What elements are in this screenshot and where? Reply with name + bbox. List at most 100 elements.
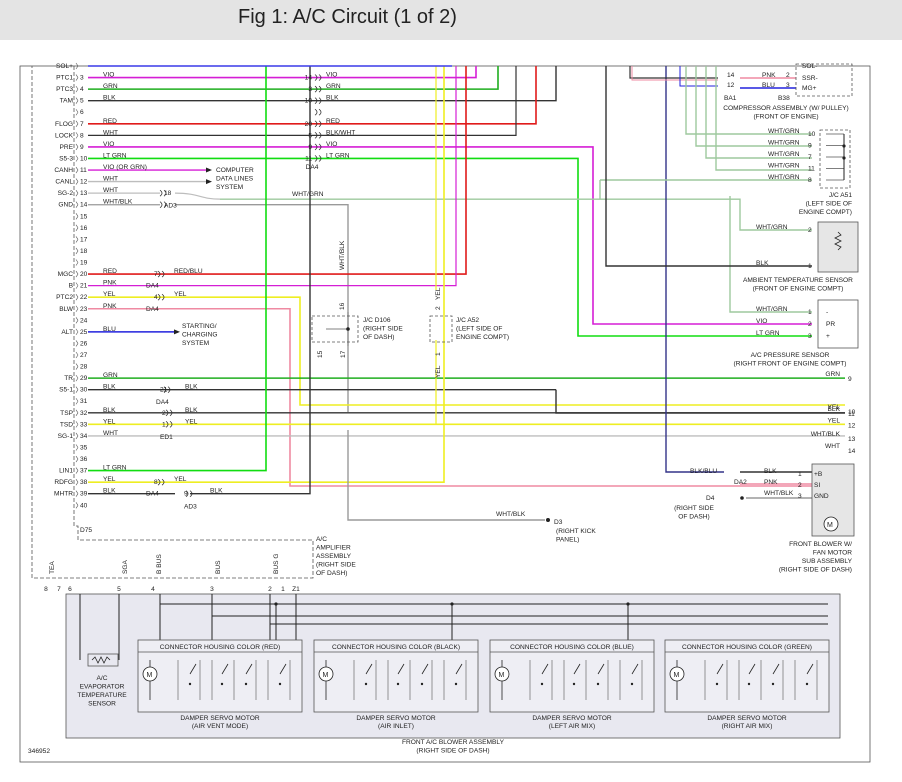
pin-name: PTC2	[56, 294, 73, 301]
pin-label: 1	[435, 352, 442, 356]
jc-a52	[429, 315, 453, 343]
switch-contact	[573, 663, 581, 675]
pin-number: 7	[57, 586, 61, 593]
pin-name: LIN1	[59, 468, 73, 475]
pin-number: 9	[80, 144, 84, 151]
label-line: OF DASH)	[316, 570, 348, 577]
wire-label: VIO (OR GRN)	[103, 164, 147, 171]
cavity-tick	[75, 401, 79, 405]
wire-label: BLU	[762, 82, 775, 89]
cavity-tick	[75, 224, 79, 229]
wire-ptc1-vio	[88, 66, 477, 79]
component-layer	[31, 62, 859, 739]
cavity-tick	[75, 386, 79, 390]
pin-number: 1	[281, 586, 285, 593]
wire-label: BLK	[103, 488, 116, 495]
splice-dot	[842, 156, 846, 160]
motor-letter: M	[499, 672, 505, 679]
servo-name: DAMPER SERVO MOTOR	[180, 715, 259, 722]
connector-mark	[157, 478, 161, 486]
amplifier-boundary	[31, 66, 314, 579]
pin-name: -	[826, 309, 828, 316]
inline-cavity	[318, 108, 322, 116]
wire-jc51-b	[695, 66, 812, 147]
wire-label: BLK	[210, 488, 223, 495]
inline-cavity	[314, 143, 318, 151]
cavity-tick	[75, 247, 79, 252]
cavity-tick	[75, 351, 79, 356]
cavity-tick	[75, 389, 79, 393]
pin-label: 7	[154, 271, 158, 278]
wire-b-pnk	[88, 66, 457, 287]
wire-label: BLK	[185, 384, 198, 391]
cavity-tick	[75, 135, 79, 139]
pin-number: 12	[80, 179, 88, 186]
inline-cavity	[314, 155, 318, 162]
pin-number: 33	[80, 421, 88, 428]
wire-press-wht-grn	[729, 196, 812, 313]
pin-name: TSP	[60, 410, 73, 417]
splice-dot	[842, 144, 846, 148]
wire-label: BLK	[185, 407, 198, 414]
pin-label: 2	[435, 306, 442, 310]
switch-contact	[597, 663, 605, 675]
cavity-tick	[75, 74, 79, 78]
label-line: COMPRESSOR ASSEMBLY (W/ PULLEY)	[723, 105, 848, 112]
splice-dot	[274, 602, 278, 606]
contact-dot	[396, 682, 400, 686]
label-line: (RIGHT KICK	[556, 528, 596, 535]
label-line: STARTING/	[182, 323, 217, 330]
pin-name: SOL-	[802, 63, 817, 70]
compressor-box	[795, 63, 853, 97]
pin-number: 1	[808, 263, 812, 270]
wire-comp-pnk	[631, 66, 718, 81]
pin-number: 1	[798, 471, 802, 478]
cavity-tick	[75, 120, 79, 124]
connector-mark	[169, 421, 173, 428]
wire-label: PNK	[764, 479, 778, 486]
pin-number: 6	[68, 586, 72, 593]
cavity-tick	[75, 340, 79, 344]
switch-contact	[365, 663, 373, 675]
pin-name: SGA	[122, 559, 129, 574]
wire-label: BLU	[103, 326, 116, 333]
contact-dot	[188, 682, 192, 686]
pin-name: PTC3	[56, 86, 73, 93]
pin-label: 15	[317, 350, 324, 358]
contact-dot	[420, 682, 424, 686]
wire-label: YEL	[185, 418, 198, 425]
cavity-tick	[75, 424, 79, 428]
inline-cavity	[314, 74, 318, 81]
inline-num: 11	[305, 155, 312, 162]
pin-number: 15	[80, 213, 88, 220]
wire-label: YEL	[174, 291, 187, 298]
inline-num: 9	[308, 144, 312, 151]
cavity-tick	[75, 216, 79, 220]
cavity-tick	[75, 331, 79, 336]
cavity-tick	[75, 493, 79, 497]
wire-label: BLK	[756, 260, 769, 267]
switch-contact	[748, 663, 756, 675]
servo-name: DAMPER SERVO MOTOR	[707, 715, 786, 722]
inline-cavity	[318, 97, 322, 104]
pin-number: 39	[80, 491, 88, 498]
switch-contact	[245, 663, 253, 675]
pin-number: 7	[80, 121, 84, 128]
wire-label: BLK	[103, 407, 116, 414]
wire-mgc-red	[88, 66, 467, 275]
cavity-tick	[75, 227, 79, 232]
wire-label: YEL	[435, 365, 442, 378]
wire-comp-blk	[629, 66, 718, 79]
pin-name: ALT	[61, 329, 73, 336]
inline-cavity	[314, 132, 318, 139]
switch-contact	[541, 663, 549, 675]
pin-label: 17	[340, 350, 347, 358]
connector-id: D75	[80, 527, 92, 534]
conn-label: DA2	[734, 479, 747, 486]
wire-label: GRN	[103, 372, 118, 379]
wire-label: YEL	[435, 287, 442, 300]
wire-label: WHT/GRN	[756, 224, 788, 231]
wire-lin1-ltgrn	[88, 66, 267, 472]
cavity-tick	[75, 262, 79, 266]
label-line: FRONT A/C BLOWER ASSEMBLY	[402, 739, 505, 746]
